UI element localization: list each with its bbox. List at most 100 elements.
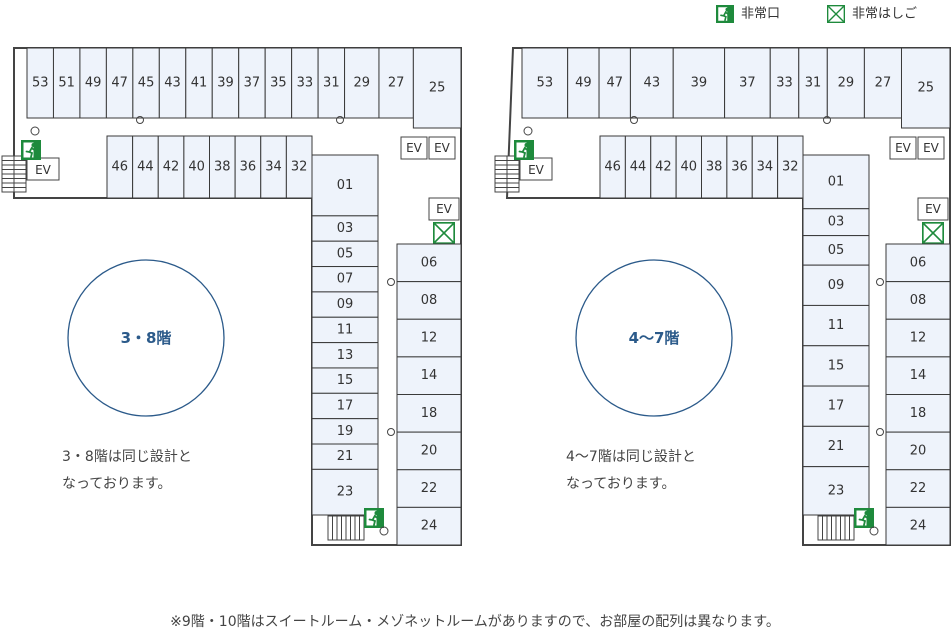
room-box <box>521 47 569 119</box>
room-number: 33 <box>297 76 314 91</box>
room-box <box>52 47 81 119</box>
room-box <box>396 506 462 546</box>
room-number: 38 <box>706 160 723 175</box>
room-box <box>396 318 462 358</box>
sensor-icon <box>523 126 533 136</box>
room-number: 36 <box>240 160 257 175</box>
room-06: 06 <box>885 243 951 283</box>
room-box <box>311 342 379 369</box>
room-box <box>777 135 804 199</box>
room-number: 18 <box>421 406 438 421</box>
elevator-icon: EV <box>519 157 553 181</box>
room-number: 07 <box>337 272 354 287</box>
room-box <box>396 356 462 395</box>
elevator-icon: EV <box>889 136 917 160</box>
room-01: 01 <box>311 154 379 217</box>
room-number: 42 <box>655 160 672 175</box>
room-32: 32 <box>777 135 804 199</box>
room-box <box>285 135 313 199</box>
room-06: 06 <box>396 243 462 283</box>
room-number: 08 <box>421 293 438 308</box>
room-number: 43 <box>644 76 661 91</box>
room-47: 47 <box>105 47 134 119</box>
room-number: 01 <box>337 178 354 193</box>
room-11: 11 <box>311 316 379 344</box>
room-number: 47 <box>606 76 623 91</box>
room-box <box>412 47 462 129</box>
room-number: 17 <box>828 399 845 414</box>
building-outline <box>505 47 951 546</box>
room-box <box>378 47 414 119</box>
stairs-icon <box>327 515 365 541</box>
room-38: 38 <box>701 135 728 199</box>
elevator-label: EV <box>923 141 940 155</box>
room-number: 11 <box>337 322 354 337</box>
elevator-label: EV <box>528 163 545 177</box>
room-box <box>396 394 462 433</box>
room-number: 05 <box>337 246 354 261</box>
room-box <box>802 466 870 516</box>
room-box <box>567 47 600 119</box>
stairs-icon <box>1 155 27 193</box>
room-box <box>79 47 107 119</box>
elevator-icon: EV <box>400 136 428 160</box>
room-44: 44 <box>624 135 652 199</box>
room-47: 47 <box>598 47 631 119</box>
room-15: 15 <box>311 367 379 394</box>
room-box <box>751 135 779 199</box>
room-box <box>802 208 870 237</box>
room-number: 14 <box>421 368 438 383</box>
room-45: 45 <box>132 47 160 119</box>
room-number: 46 <box>604 160 621 175</box>
room-12: 12 <box>885 318 951 358</box>
room-number: 14 <box>910 368 927 383</box>
room-number: 39 <box>217 76 234 91</box>
elevator-label: EV <box>406 141 423 155</box>
elevator-label: EV <box>436 202 453 216</box>
room-number: 29 <box>353 76 370 91</box>
room-39: 39 <box>672 47 726 119</box>
pillar-marker <box>630 116 638 124</box>
room-number: 06 <box>910 255 927 270</box>
room-number: 44 <box>630 160 647 175</box>
legend-ladder-label: 非常はしご <box>852 6 917 22</box>
room-24: 24 <box>885 506 951 546</box>
room-box <box>157 135 185 199</box>
room-40: 40 <box>183 135 210 199</box>
pillar-marker <box>876 278 884 286</box>
room-23: 23 <box>311 468 379 516</box>
room-number: 31 <box>805 76 822 91</box>
room-number: 32 <box>782 160 799 175</box>
room-03: 03 <box>311 215 379 242</box>
room-box <box>885 243 951 283</box>
room-21: 21 <box>311 443 379 470</box>
room-box <box>311 316 379 344</box>
room-box <box>650 135 677 199</box>
room-number: 20 <box>421 443 438 458</box>
room-18: 18 <box>396 394 462 433</box>
room-21: 21 <box>802 425 870 468</box>
room-number: 40 <box>188 160 205 175</box>
elevator-label: EV <box>35 163 52 177</box>
pillar-marker <box>387 278 395 286</box>
room-51: 51 <box>52 47 81 119</box>
room-number: 21 <box>337 449 354 464</box>
room-41: 41 <box>185 47 213 119</box>
room-33: 33 <box>769 47 800 119</box>
room-01: 01 <box>802 154 870 210</box>
emergency-ladder-icon <box>433 222 455 244</box>
room-number: 11 <box>828 318 845 333</box>
room-box <box>209 135 236 199</box>
room-box <box>885 318 951 358</box>
room-29: 29 <box>344 47 380 119</box>
room-box <box>311 154 379 217</box>
room-box <box>798 47 828 119</box>
room-37: 37 <box>238 47 266 119</box>
room-29: 29 <box>826 47 865 119</box>
room-number: 21 <box>828 439 845 454</box>
legend: 非常口 非常はしご <box>716 5 917 23</box>
room-number: 03 <box>828 215 845 230</box>
room-43: 43 <box>158 47 187 119</box>
room-14: 14 <box>396 356 462 395</box>
